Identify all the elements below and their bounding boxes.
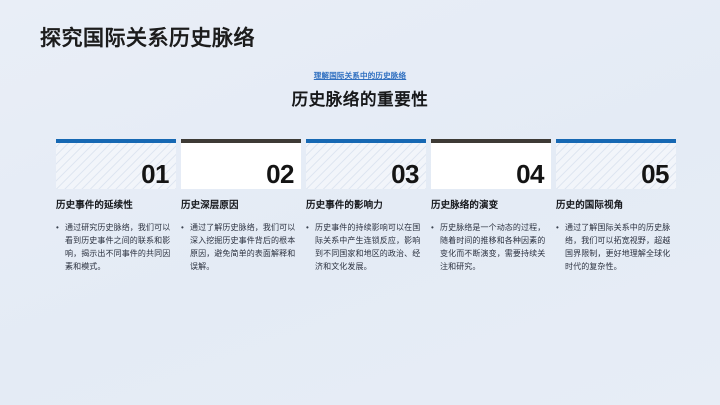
number-box-03: 03 [306, 139, 426, 189]
slide-title: 探究国际关系历史脉络 [40, 27, 255, 50]
card-row: 01 历史事件的延续性 • 通过研究历史脉络，我们可以看到历史事件之间的联系和影… [56, 139, 680, 273]
card-bullet: • 通过了解历史脉络，我们可以深入挖掘历史事件背后的根本原因，避免简单的表面解释… [181, 221, 301, 273]
card-title: 历史事件的延续性 [56, 200, 133, 211]
section-heading: 历史脉络的重要性 [291, 91, 429, 109]
card-body-text: 历史脉络是一个动态的过程，随着时间的推移和各种因素的变化而不断演变，需要持续关注… [440, 222, 546, 271]
info-card-02[interactable]: 02 历史深层原因 • 通过了解历史脉络，我们可以深入挖掘历史事件背后的根本原因… [181, 139, 301, 273]
card-number: 02 [266, 159, 294, 189]
card-title: 历史脉络的演变 [431, 200, 499, 211]
card-body-text: 通过了解国际关系中的历史脉络，我们可以拓宽视野，超越国界限制，更好地理解全球化时… [565, 222, 671, 271]
bullet-dot-icon: • [556, 222, 559, 232]
number-box-05: 05 [556, 139, 676, 189]
card-bullet: • 通过了解国际关系中的历史脉络，我们可以拓宽视野，超越国界限制，更好地理解全球… [556, 221, 676, 273]
card-number: 01 [141, 159, 169, 189]
card-number: 03 [391, 159, 419, 189]
card-title: 历史的国际视角 [556, 200, 624, 211]
card-bullet: • 通过研究历史脉络，我们可以看到历史事件之间的联系和影响，揭示出不同事件的共同… [56, 221, 176, 273]
subtitle-link[interactable]: 理解国际关系中的历史脉络 [313, 71, 407, 80]
card-bullet: • 历史事件的持续影响可以在国际关系中产生连锁反应，影响到不同国家和地区的政治、… [306, 221, 426, 273]
card-number: 04 [516, 159, 544, 189]
number-box-04: 04 [431, 139, 551, 189]
bullet-dot-icon: • [56, 222, 59, 232]
card-number: 05 [641, 159, 669, 189]
card-body-text: 通过研究历史脉络，我们可以看到历史事件之间的联系和影响，揭示出不同事件的共同因素… [65, 222, 171, 271]
card-bullet: • 历史脉络是一个动态的过程，随着时间的推移和各种因素的变化而不断演变，需要持续… [431, 221, 551, 273]
info-card-01[interactable]: 01 历史事件的延续性 • 通过研究历史脉络，我们可以看到历史事件之间的联系和影… [56, 139, 176, 273]
card-body-text: 历史事件的持续影响可以在国际关系中产生连锁反应，影响到不同国家和地区的政治、经济… [315, 222, 421, 271]
info-card-03[interactable]: 03 历史事件的影响力 • 历史事件的持续影响可以在国际关系中产生连锁反应，影响… [306, 139, 426, 273]
info-card-05[interactable]: 05 历史的国际视角 • 通过了解国际关系中的历史脉络，我们可以拓宽视野，超越国… [556, 139, 676, 273]
card-body-text: 通过了解历史脉络，我们可以深入挖掘历史事件背后的根本原因，避免简单的表面解释和误… [190, 222, 296, 271]
card-title: 历史事件的影响力 [306, 200, 383, 211]
bullet-dot-icon: • [181, 222, 184, 232]
number-box-02: 02 [181, 139, 301, 189]
bullet-dot-icon: • [306, 222, 309, 232]
bullet-dot-icon: • [431, 222, 434, 232]
card-title: 历史深层原因 [181, 200, 239, 211]
info-card-04[interactable]: 04 历史脉络的演变 • 历史脉络是一个动态的过程，随着时间的推移和各种因素的变… [431, 139, 551, 273]
number-box-01: 01 [56, 139, 176, 189]
